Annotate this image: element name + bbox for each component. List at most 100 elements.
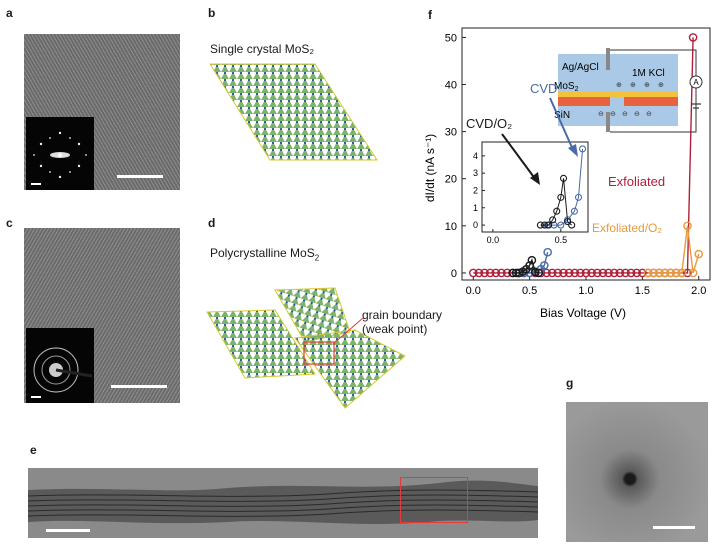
- diffraction-inset-c: [26, 328, 94, 403]
- svg-text:⊖: ⊖: [646, 111, 652, 118]
- data-inset-frame: [481, 141, 589, 233]
- series-0-point-20: [581, 268, 591, 278]
- mos2-label: MoS2: [554, 81, 579, 93]
- series-0-point-4: [491, 268, 501, 278]
- scale-bar-a: [117, 175, 163, 178]
- panel-label-c: c: [6, 216, 13, 230]
- series-0-point-26: [615, 268, 625, 278]
- cvd-o2-arrow: [501, 133, 537, 181]
- inset-y-tick-label-4: 4: [473, 151, 478, 161]
- scale-bar-c-inset: [31, 396, 41, 398]
- circuit-wire: [610, 49, 697, 133]
- svg-text:⊕: ⊕: [658, 82, 664, 89]
- polycrystalline-lattice: [206, 287, 406, 409]
- polycrystalline-title-main: Polycrystalline MoS: [210, 246, 315, 260]
- series-3-point-5: [525, 261, 534, 270]
- svg-text:⊕: ⊕: [644, 82, 650, 89]
- diffraction-inset-a: [26, 117, 94, 190]
- series-0-point-27: [621, 268, 630, 278]
- inset-series-2-point-2: [557, 221, 565, 229]
- top-electrode: [606, 48, 610, 70]
- inset-series-3-point-3: [549, 216, 557, 224]
- y-tick-label-4: 40: [445, 80, 457, 92]
- x-tick-label-4: 2.0: [691, 285, 706, 297]
- electrolyte-bath: [558, 54, 678, 126]
- scale-bar-a-inset: [31, 183, 41, 185]
- setup-schematic: A Ag/AgCl 1M KCl MoS2 SiN ⊕⊕⊕⊕ ⊖⊖⊖⊖⊖: [554, 48, 703, 133]
- svg-text:⊖: ⊖: [622, 111, 628, 118]
- diffraction-pattern-a: [33, 131, 87, 179]
- ammeter-label: A: [693, 78, 699, 87]
- highlight-box-e: [400, 477, 468, 523]
- polycrystalline-title: Polycrystalline MoS2: [210, 246, 319, 262]
- y-axis-title: dI/dt (nA s⁻¹): [423, 134, 437, 202]
- sin-membrane-right: [624, 97, 678, 106]
- cvd-arrow: [549, 97, 575, 153]
- inset-series-3-point-7: [564, 218, 572, 226]
- series-3-point-7: [530, 267, 540, 277]
- exfoliated-annotation: Exfoliated: [608, 174, 665, 189]
- series-0-point-28: [626, 268, 636, 278]
- svg-text:⊖: ⊖: [634, 111, 640, 118]
- panel-label-g: g: [566, 376, 574, 390]
- tem-image-g: [566, 402, 708, 542]
- y-tick-label-1: 10: [445, 221, 457, 233]
- series-3-point-6: [527, 255, 537, 265]
- series-2-point-5: [539, 261, 549, 270]
- cvd-arrowhead: [568, 144, 578, 157]
- series-0-point-5: [497, 268, 506, 278]
- series-2-point-6: [543, 247, 552, 257]
- inset-y-tick-label-0: 0: [473, 220, 478, 230]
- series-0-point-39: [688, 33, 698, 42]
- series-1-point-0: [643, 268, 653, 278]
- inset-series-2-point-5: [574, 193, 583, 201]
- exfoliated-o2-annotation: Exfoliated/O₂: [592, 221, 662, 235]
- series-0-point-18: [570, 268, 580, 278]
- series-0-point-15: [553, 268, 563, 278]
- inset-x-tick-label-0: 0.0: [487, 235, 500, 245]
- inset-y-tick-label-1: 1: [473, 203, 478, 213]
- svg-text:⊕: ⊕: [616, 82, 622, 89]
- series-0-point-16: [559, 268, 568, 278]
- inset-series-2-point-6: [579, 145, 587, 153]
- mos2-label-main: MoS: [554, 81, 575, 92]
- series-1-point-2: [654, 268, 664, 278]
- inset-y-tick-label-2: 2: [473, 185, 478, 195]
- ammeter-icon: [689, 75, 703, 89]
- series-3-point-8: [534, 268, 543, 278]
- series-0-point-6: [502, 268, 512, 278]
- panel-label-d: d: [208, 216, 216, 230]
- inset-series-3-point-1: [540, 221, 549, 229]
- diffraction-rings-c: [33, 347, 93, 393]
- inset-series-3-point-5: [557, 193, 565, 201]
- series-0-point-29: [632, 268, 642, 278]
- series-0-point-22: [592, 268, 602, 278]
- inset-x-tick-label-1: 0.5: [555, 235, 568, 245]
- series-line-1: [648, 225, 700, 274]
- cvd-annotation: CVD: [530, 81, 557, 96]
- series-0-point-14: [547, 268, 557, 278]
- y-tick-label-3: 30: [445, 127, 457, 139]
- series-1-point-9: [694, 249, 704, 259]
- series-0-point-19: [576, 268, 585, 278]
- panel-label-a: a: [6, 6, 13, 20]
- scale-bar-e: [46, 529, 90, 532]
- x-tick-label-3: 1.5: [635, 285, 650, 297]
- series-0-point-25: [609, 268, 619, 278]
- grain-boundary-line1: grain boundary: [362, 308, 443, 322]
- series-0-point-21: [587, 268, 596, 278]
- inset-series-3-point-4: [553, 207, 561, 215]
- scale-bar-c: [111, 385, 167, 388]
- series-0-point-3: [485, 268, 495, 278]
- series-1-point-7: [683, 221, 692, 231]
- bottom-electrode: [606, 112, 610, 132]
- cvd-o2-annotation: CVD/O₂: [466, 116, 512, 131]
- mos2-membrane: [558, 92, 678, 97]
- x-tick-label-0: 0.0: [466, 285, 481, 297]
- series-0-point-1: [474, 268, 484, 278]
- cvd-o2-arrowhead: [530, 172, 540, 185]
- series-0-point-30: [638, 268, 647, 278]
- series-1-point-8: [688, 268, 698, 278]
- series-0-point-0: [468, 268, 478, 278]
